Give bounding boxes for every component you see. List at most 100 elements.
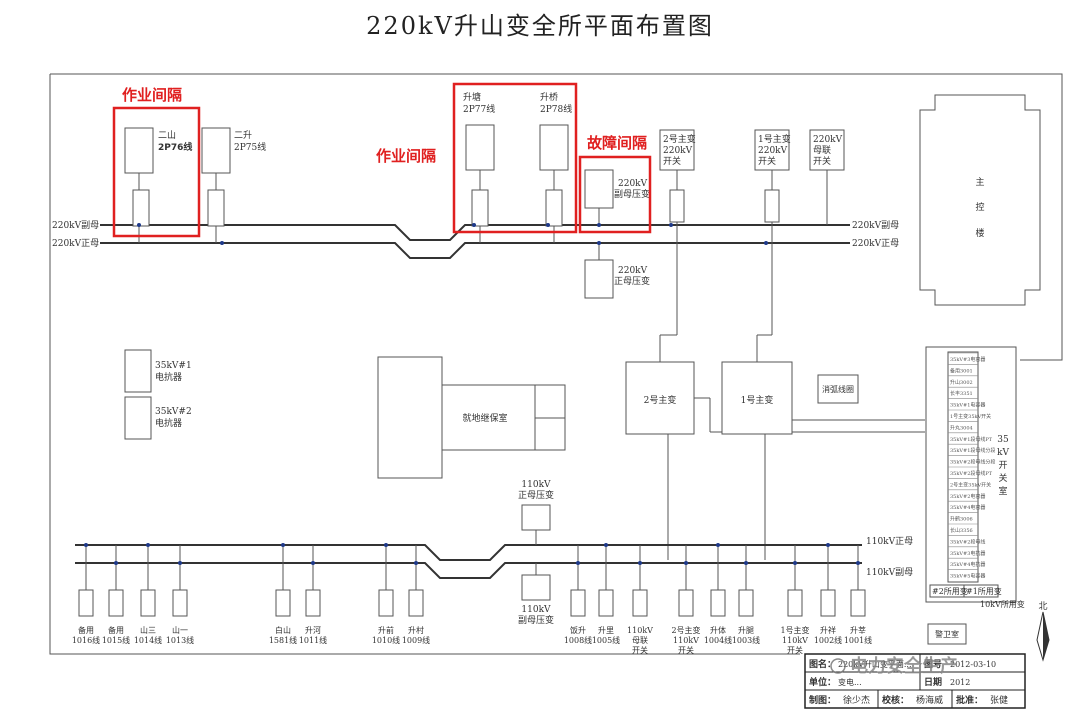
feeder-number: 1015线 — [102, 635, 130, 645]
work-bay-label-1: 作业间隔 — [122, 86, 182, 104]
tb-check-value: 杨海威 — [916, 694, 943, 706]
tb-r2-key: 单位： — [809, 676, 836, 688]
node — [384, 543, 388, 547]
node — [114, 561, 118, 565]
feeder-number: 1005线 — [592, 635, 620, 645]
pt-220-sub-l1: 220kV — [618, 179, 648, 189]
switch-breaker — [787, 589, 803, 617]
station-10kv-label: 10kV所用变 — [980, 599, 1025, 609]
feeder-breaker — [820, 589, 836, 617]
cabinet-item: 35kV#2段母线分段 — [950, 459, 995, 466]
station-tr1-label: #1所用变 — [966, 586, 1002, 596]
node — [220, 241, 224, 245]
cabinet-item: 35kV#1段母线PT — [950, 436, 993, 443]
node — [178, 561, 182, 565]
feeder-name: 山三 — [140, 625, 156, 635]
feeder-name: 备用 — [108, 625, 124, 635]
watermark-text: 电力安全生产 — [850, 655, 958, 677]
cabinet-item: 长丰3351 — [950, 390, 973, 397]
tb-approve-value: 张健 — [990, 694, 1008, 706]
switch-220-tr1-l3: 开关 — [758, 155, 776, 167]
tb-check-key: 校核： — [882, 694, 909, 706]
tb-drawn-value: 徐少杰 — [843, 694, 870, 706]
feeder-breaker — [710, 589, 726, 617]
watermark-logo-icon — [830, 658, 846, 674]
pt-110-sub-l1: 110kV — [521, 605, 551, 615]
cabinet-item: 35kV#1电容器 — [950, 402, 985, 409]
bus-220kv-main — [100, 242, 850, 259]
switch-label-2: 开关 — [632, 645, 648, 655]
feeder-breaker — [305, 589, 321, 617]
main-building-char-2: 控 — [975, 201, 984, 213]
guard-room-label: 警卫室 — [935, 629, 959, 639]
cabinet-item: 35kV#2电容器 — [950, 493, 985, 500]
relay-room-label: 就地继保室 — [462, 412, 507, 424]
feeder-name: 山一 — [172, 625, 188, 635]
node — [764, 241, 768, 245]
switch-label-1: 110kV — [673, 636, 699, 645]
feeder-breaker — [275, 589, 291, 617]
switch-room-35kv: 35kV#3电容器备用3001升山3002长丰335135kV#1电容器1号主变… — [925, 346, 1025, 609]
switch-220-tr1: 1号主变 220kV 开关 — [754, 129, 791, 245]
pt-220-main-l1: 220kV — [618, 266, 648, 276]
feeder-breaker — [378, 589, 394, 617]
line-2p78-name2: 2P78线 — [540, 103, 572, 115]
feeder-name: 升腿 — [738, 626, 754, 635]
arc-coil-box — [817, 374, 859, 404]
pt-110-sub: 110kV 副母压变 — [518, 563, 554, 626]
reactor-2-l1: 35kV#2 — [155, 407, 192, 417]
tb-r1-value: 220kV升山变平面... — [838, 659, 912, 669]
node — [826, 543, 830, 547]
node — [546, 223, 550, 227]
reactor-2-l2: 电抗器 — [155, 417, 182, 429]
arc-coil-label: 消弧线圈 — [822, 384, 854, 394]
bay-220-2p76: 二山 2P76线 — [124, 127, 192, 243]
cabinet-item: 35kV#2段母线PT — [950, 470, 993, 477]
north-arrow-icon: 北 — [1036, 601, 1050, 662]
node — [597, 241, 601, 245]
bay-2p78-device — [539, 124, 569, 171]
cabinet-item: 35kV#3电容器 — [950, 356, 985, 363]
node — [576, 561, 580, 565]
feeder-number: 1014线 — [134, 635, 162, 645]
switch-220-tie-l1: 220kV — [813, 135, 843, 145]
feeder-bays-110kv: 备用1016线备用1015线山三1014线山一1013线白山1581线升河101… — [72, 543, 872, 655]
switch-220-tr1-l1: 1号主变 — [758, 133, 791, 145]
feeder-name: 升莘 — [850, 625, 866, 635]
feeder-name: 升里 — [598, 626, 614, 635]
feeder-name: 白山 — [275, 625, 291, 635]
reactor-2-box — [124, 396, 152, 440]
feeder-number: 1002线 — [814, 635, 842, 645]
switch-220-tie-box — [809, 129, 845, 171]
station-tr1-box — [963, 584, 999, 598]
feeder-breaker — [78, 589, 94, 617]
tb-r2-key2: 日期 — [924, 676, 942, 688]
pt-110-main: 110kV 正母压变 — [518, 480, 554, 545]
feeder-name: 备用 — [78, 625, 94, 635]
switch-breaker — [678, 589, 694, 617]
cabinet-item: 升山3002 — [950, 379, 973, 386]
switch-220-tie-l2: 母联 — [813, 145, 831, 156]
node — [137, 223, 141, 227]
switch-220-tr2: 2号主变 220kV 开关 — [659, 129, 696, 243]
switch-220-tr1-box — [754, 129, 790, 171]
cabinet-item: 2号主变35kV开关 — [950, 481, 991, 488]
cabinet-item: 1号主变35kV开关 — [950, 413, 991, 420]
feeder-breaker — [140, 589, 156, 617]
node — [472, 223, 476, 227]
bus-220kv-sub — [100, 224, 850, 241]
feeder-breaker — [172, 589, 188, 617]
tb-r2-value: 变电... — [838, 677, 862, 687]
switch-room-label-5: 室 — [998, 485, 1007, 497]
switch-label-1: 110kV — [782, 636, 808, 645]
bay-2p75-breaker — [207, 189, 225, 227]
tb-r1-value2: 2012-03-10 — [950, 660, 996, 669]
feeder-name: 升河 — [305, 625, 321, 635]
